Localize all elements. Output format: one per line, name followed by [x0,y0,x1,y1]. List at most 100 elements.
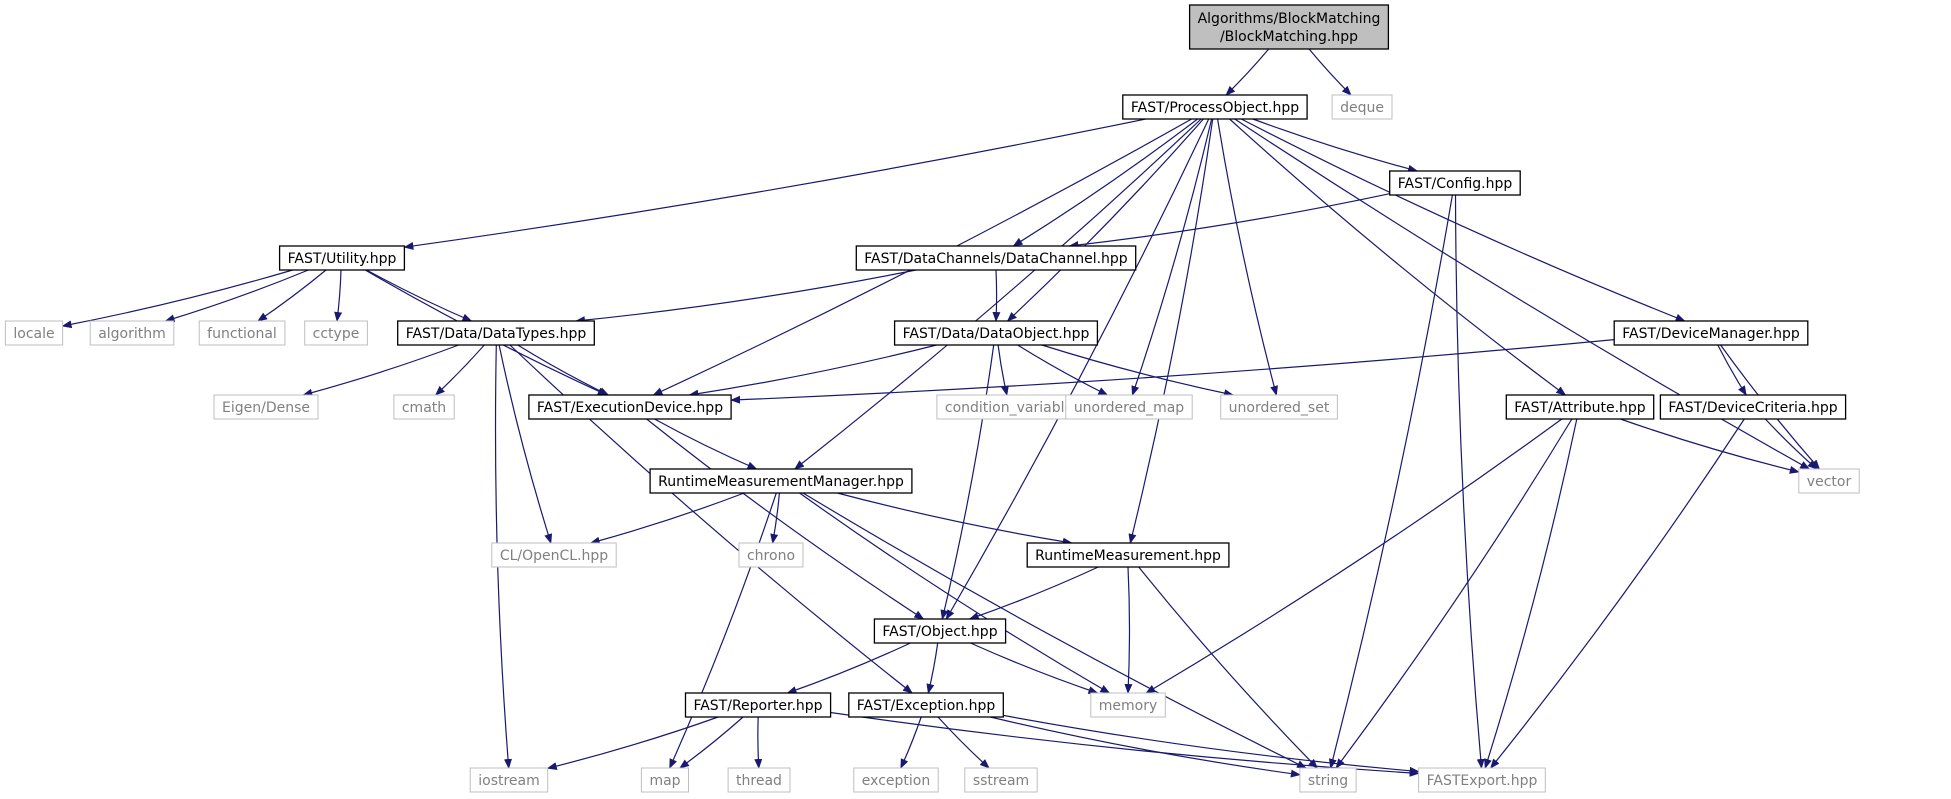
edge-exception-to-exception_std [900,716,922,769]
edge-processobject-to-utility [403,118,1146,250]
node-label: locale [13,326,54,342]
node-box [848,692,1004,718]
node-box [528,394,732,420]
edge-root-to-processobject [1225,48,1270,96]
node-functional: functional [198,320,286,346]
edge-processobject-to-datachannel [1012,118,1198,247]
node-box [304,320,368,346]
node-label: Eigen/Dense [222,400,310,416]
node-label: FAST/Data/DataTypes.hpp [406,326,587,342]
node-datachannel[interactable]: FAST/DataChannels/DataChannel.hpp [855,245,1137,271]
node-label: unordered_set [1229,400,1330,416]
node-algorithm: algorithm [89,320,175,346]
node-devicecriteria[interactable]: FAST/DeviceCriteria.hpp [1659,394,1847,420]
node-label: FAST/ProcessObject.hpp [1131,100,1299,116]
node-label: FAST/Data/DataObject.hpp [903,326,1090,342]
node-processobject[interactable]: FAST/ProcessObject.hpp [1122,94,1308,120]
edge-utility-to-algorithm [164,269,309,323]
node-exception_std: exception [853,767,939,793]
edge-executiondevice-to-rtmm [654,418,758,470]
node-rtm[interactable]: RuntimeMeasurement.hpp [1026,542,1230,568]
edge-processobject-to-devicemanager [1241,118,1686,322]
edge-datatypes-to-executiondevice [517,344,610,396]
node-box [213,394,319,420]
edge-rtm-to-object [968,566,1099,620]
node-executiondevice[interactable]: FAST/ExecutionDevice.hpp [528,394,732,420]
edge-reporter-to-fastexport [830,711,1420,777]
edge-utility-to-cctype [334,269,343,322]
node-label: vector [1807,474,1852,490]
edge-processobject-to-attribute [1229,118,1567,396]
edge-datatypes-to-opencl [498,344,553,544]
node-label: FAST/DataChannels/DataChannel.hpp [864,251,1128,267]
edge-devicecriteria-to-fastexport [1490,418,1745,769]
node-reporter[interactable]: FAST/Reporter.hpp [684,692,832,718]
node-box [1389,170,1521,196]
node-config[interactable]: FAST/Config.hpp [1389,170,1521,196]
node-string: string [1299,767,1357,793]
node-label: algorithm [98,326,166,342]
edge-attribute-to-memory [1145,418,1563,694]
edge-processobject-to-object [945,118,1210,620]
node-locale: locale [4,320,64,346]
node-eigen: Eigen/Dense [213,394,319,420]
node-root[interactable]: Algorithms/BlockMatching/BlockMatching.h… [1188,4,1390,50]
node-umap: unordered_map [1065,394,1193,420]
node-exception[interactable]: FAST/Exception.hpp [848,692,1004,718]
node-opencl: CL/OpenCL.hpp [491,542,617,568]
node-label: FAST/Reporter.hpp [693,698,822,714]
edge-utility-to-datatypes [366,269,473,322]
edge-rtm-to-string [1138,566,1318,769]
node-fastexport: FASTExport.hpp [1418,767,1546,793]
node-rtmm[interactable]: RuntimeMeasurementManager.hpp [649,468,913,494]
node-box [89,320,175,346]
node-attribute[interactable]: FAST/Attribute.hpp [1505,394,1655,420]
node-box [469,767,549,793]
node-sstream: sstream [964,767,1038,793]
edge-executiondevice-to-object [646,418,925,620]
edge-rtmm-to-chrono [770,492,780,544]
edge-processobject-to-dataobject [1006,118,1204,322]
node-vector: vector [1798,468,1860,494]
node-label: FAST/Object.hpp [882,624,997,640]
edge-reporter-to-map [679,716,744,769]
edge-exception-to-fastexport [1003,714,1420,775]
node-cmath: cmath [393,394,455,420]
node-label: chrono [747,548,795,564]
edge-processobject-to-umap [1131,118,1213,396]
edge-config-to-fastexport [1454,194,1485,769]
edge-attribute-to-string [1335,418,1573,769]
node-label: RuntimeMeasurement.hpp [1035,548,1221,564]
node-label: FASTExport.hpp [1427,773,1538,789]
node-dataobject[interactable]: FAST/Data/DataObject.hpp [893,320,1099,346]
edge-dataobject-to-object [940,344,995,620]
node-object[interactable]: FAST/Object.hpp [873,618,1007,644]
edge-reporter-to-iostream [546,716,719,771]
edge-exception-to-sstream [937,716,990,769]
edge-processobject-to-uset [1217,118,1278,396]
node-datatypes[interactable]: FAST/Data/DataTypes.hpp [397,320,595,346]
node-box [893,320,1099,346]
node-box [853,767,939,793]
node-box [393,394,455,420]
edge-reporter-to-thread [754,716,763,769]
node-box [1798,468,1860,494]
edge-root-to-deque [1308,48,1352,96]
node-box [649,468,913,494]
edge-datatypes-to-cmath [434,344,485,396]
node-label: FAST/Utility.hpp [288,251,397,267]
edge-processobject-to-rtm [1128,118,1214,544]
node-devicemanager[interactable]: FAST/DeviceManager.hpp [1613,320,1809,346]
node-label: FAST/DeviceManager.hpp [1622,326,1800,342]
node-box [278,245,406,271]
edge-rtmm-to-string [802,492,1307,769]
edge-dataobject-to-executiondevice [688,344,937,398]
edge-object-to-reporter [786,642,911,694]
node-label: cctype [313,326,360,342]
node-label: condition_variable [945,400,1073,416]
node-label: memory [1099,698,1158,714]
node-label: string [1308,773,1348,789]
node-utility[interactable]: FAST/Utility.hpp [278,245,406,271]
node-map: map [640,767,690,793]
node-label: FAST/Attribute.hpp [1514,400,1646,416]
